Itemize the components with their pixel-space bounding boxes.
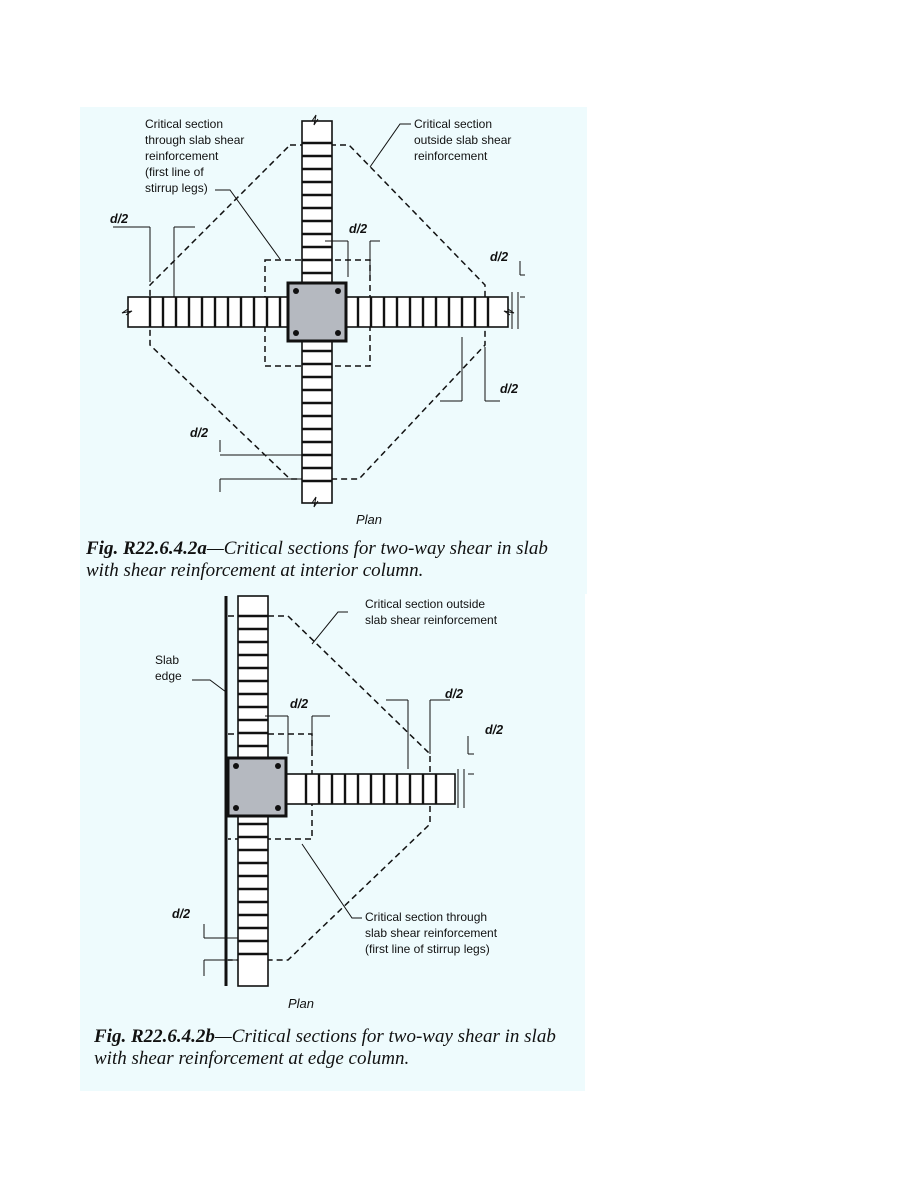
callout-through-text: Critical section through slab shear rein…: [145, 117, 248, 195]
figure-b-caption: Fig. R22.6.4.2b—Critical sections for tw…: [94, 1026, 556, 1070]
caption-number: Fig. R22.6.4.2a: [86, 538, 207, 559]
figure-a-panel: Critical section through slab shear rein…: [80, 107, 587, 594]
break-mark-left: [121, 308, 133, 316]
horizontal-stirrup-band: [284, 773, 456, 805]
dim-top-inner: [265, 715, 330, 754]
break-mark-bottom: [311, 496, 319, 508]
plan-label: Plan: [356, 512, 382, 527]
figure-b-diagram: Critical section outside slab shear rein…: [155, 595, 503, 1011]
leader-outside: [369, 123, 411, 168]
dim-right-top: [519, 261, 525, 298]
dim-right-side: [467, 736, 474, 775]
caption-number: Fig. R22.6.4.2b: [94, 1026, 215, 1047]
dim-left-bottom: [203, 924, 238, 976]
dim-right-upper: [386, 699, 450, 769]
leader-slab-edge: [192, 679, 227, 693]
caption-text: with shear reinforcement at edge column.: [94, 1048, 410, 1069]
callout-outside-text: Critical section outside slab shear rein…: [414, 117, 515, 163]
figure-a-caption: Fig. R22.6.4.2a—Critical sections for tw…: [86, 538, 548, 582]
leader-through: [215, 189, 281, 260]
caption-text: with shear reinforcement at interior col…: [86, 560, 424, 581]
dim-label: d/2: [349, 222, 367, 236]
dim-label: d/2: [172, 907, 190, 921]
break-mark-top: [311, 114, 319, 126]
dim-left-top: [113, 226, 195, 297]
dim-left-bottom: [219, 440, 302, 492]
slab-edge-text: Slab edge: [155, 653, 182, 683]
figure-b-panel: Critical section outside slab shear rein…: [80, 594, 585, 1091]
dim-label: d/2: [190, 426, 208, 440]
dim-label: d/2: [290, 697, 308, 711]
inner-critical-section: [228, 733, 313, 840]
callout-through-text: Critical section through slab shear rein…: [365, 910, 500, 956]
dim-label: d/2: [485, 723, 503, 737]
caption-text: —Critical sections for two-way shear in …: [214, 1026, 556, 1047]
figure-a-diagram: Critical section through slab shear rein…: [110, 114, 525, 527]
leader-through: [301, 843, 362, 919]
dim-label: d/2: [445, 687, 463, 701]
dim-right-bottom: [440, 337, 500, 402]
plan-label: Plan: [288, 996, 314, 1011]
dim-label: d/2: [500, 382, 518, 396]
dim-label: d/2: [490, 250, 508, 264]
dim-top-inner: [325, 240, 380, 277]
callout-outside-text: Critical section outside slab shear rein…: [365, 597, 498, 627]
dim-label: d/2: [110, 212, 128, 226]
caption-text: —Critical sections for two-way shear in …: [206, 538, 548, 559]
break-mark-right: [503, 308, 515, 316]
leader-outside: [311, 611, 348, 645]
